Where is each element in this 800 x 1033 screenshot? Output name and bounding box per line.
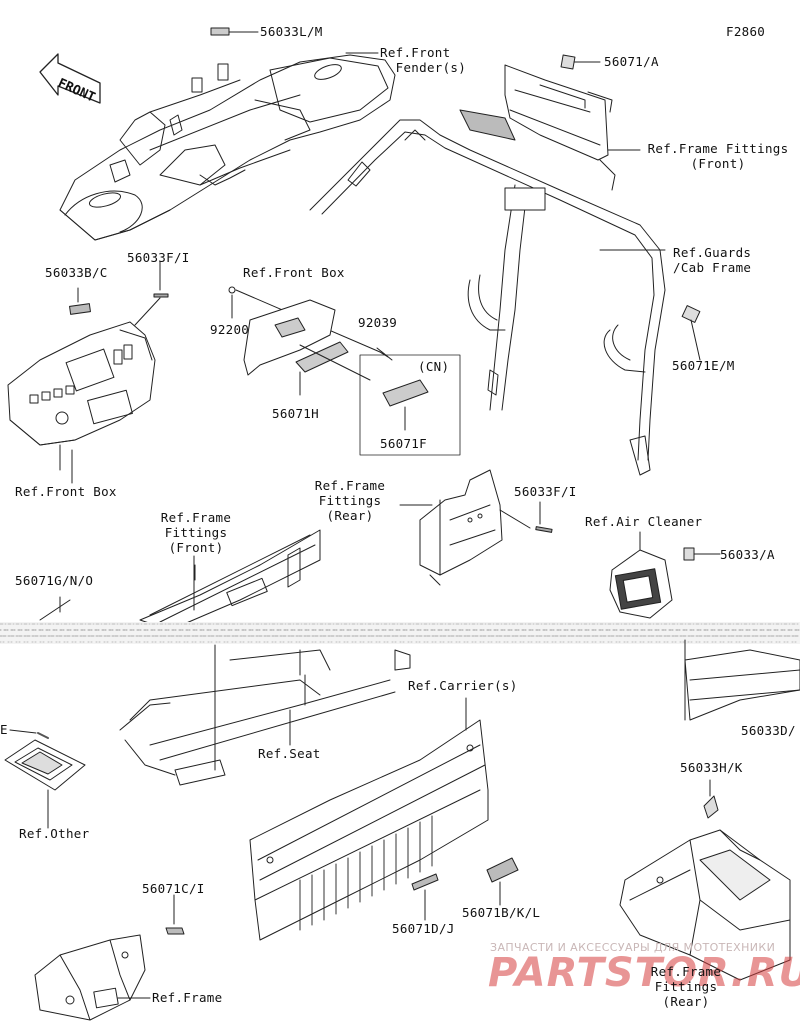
figure-code: F2860 [726, 24, 766, 39]
label-92200: 92200 [210, 322, 250, 337]
label-ref-seat: Ref.Seat [258, 746, 321, 761]
label-56071em: 56071E/M [672, 358, 735, 373]
label-ref-front-box-bottom: Ref.Front Box [15, 484, 117, 499]
label-56071dj: 56071D/J [392, 921, 455, 936]
label-56033d: 56033D/ [741, 723, 796, 738]
seat-frame [119, 644, 411, 786]
label-56071ci: 56071C/I [142, 881, 205, 896]
label-ref-air-cleaner: Ref.Air Cleaner [585, 514, 703, 529]
sticker-56071a [560, 54, 576, 70]
label-92039: 92039 [358, 315, 398, 330]
air-cleaner [609, 531, 673, 619]
label-56071gno: 56071G/N/O [15, 573, 94, 588]
label-ref-front-box-top: Ref.Front Box [243, 265, 345, 280]
label-ref-guards-cab-frame: Ref.Guards /Cab Frame [673, 245, 752, 275]
label-56033bc: 56033B/C [45, 265, 108, 280]
sticker-56071ci [165, 927, 185, 935]
carrier-panel [249, 719, 489, 941]
label-ref-frame-fittings-front-mid: Ref.Frame Fittings (Front) [160, 510, 232, 555]
cab-frame [309, 119, 666, 476]
leader-56033fi-mid [499, 501, 541, 529]
sticker-56071dj [411, 873, 439, 891]
frame-fitting-rear-bottom [619, 829, 791, 981]
label-56071a: 56071/A [604, 54, 659, 69]
label-cn: (CN) [418, 359, 450, 374]
label-e: E [0, 722, 8, 737]
leader-56071em [690, 319, 701, 361]
label-ref-other: Ref.Other [19, 826, 90, 841]
front-arrow-icon: FRONT [39, 53, 101, 106]
sticker-56071gno [39, 599, 71, 621]
sticker-56033a [683, 547, 695, 561]
label-56033fi-mid: 56033F/I [514, 484, 577, 499]
sticker-56033lm [210, 27, 230, 36]
sticker-56071em [681, 305, 701, 323]
frame-fitting-front-top [459, 64, 616, 191]
label-ref-frame-fittings-front-top: Ref.Frame Fittings (Front) [647, 141, 789, 171]
cn-box [359, 354, 461, 456]
label-56071bkl: 56071B/K/L [462, 905, 541, 920]
other-plate [4, 739, 86, 829]
label-ref-carriers: Ref.Carrier(s) [408, 678, 518, 693]
label-56071f: 56071F [380, 436, 427, 451]
label-ref-front-fenders: Ref.Front Fender(s) [380, 45, 467, 75]
label-56033lm: 56033L/M [260, 24, 323, 39]
watermark-logo: PARTSTOR.RU [488, 950, 800, 996]
front-cowl-assembly [59, 54, 396, 241]
sticker-56033fi-top [153, 293, 169, 298]
watermark-text: ЗАПЧАСТИ И АКСЕССУАРЫ ДЛЯ МОТОТЕХНИКИ [490, 941, 776, 954]
front-box-lid-parts [228, 286, 393, 396]
frame-piece-bottom [34, 934, 146, 1021]
label-ref-frame-fittings-rear-mid: Ref.Frame Fittings (Rear) [314, 478, 386, 523]
label-ref-frame: Ref.Frame [152, 990, 223, 1005]
front-box-dashboard [7, 321, 156, 471]
label-ref-frame-fittings-rear-bottom: Ref.Frame Fittings (Rear) [650, 964, 722, 1009]
label-56033hk: 56033H/K [680, 760, 743, 775]
label-56033fi-top: 56033F/I [127, 250, 190, 265]
sticker-56033fi-mid [535, 526, 553, 533]
label-56071h: 56071H [272, 406, 319, 421]
sticker-56033hk [703, 795, 719, 819]
sticker-e [37, 732, 49, 739]
sticker-56071bkl [486, 857, 519, 883]
scan-tear-band [0, 622, 800, 644]
sticker-56033bc [69, 303, 91, 315]
leader-e [9, 729, 37, 734]
label-56033a: 56033/A [720, 547, 775, 562]
frame-fitting-rear-mid [419, 469, 503, 586]
leader-56033fi-top [134, 261, 161, 326]
sticker-56071f [382, 379, 429, 407]
right-panel-partial [684, 639, 800, 721]
